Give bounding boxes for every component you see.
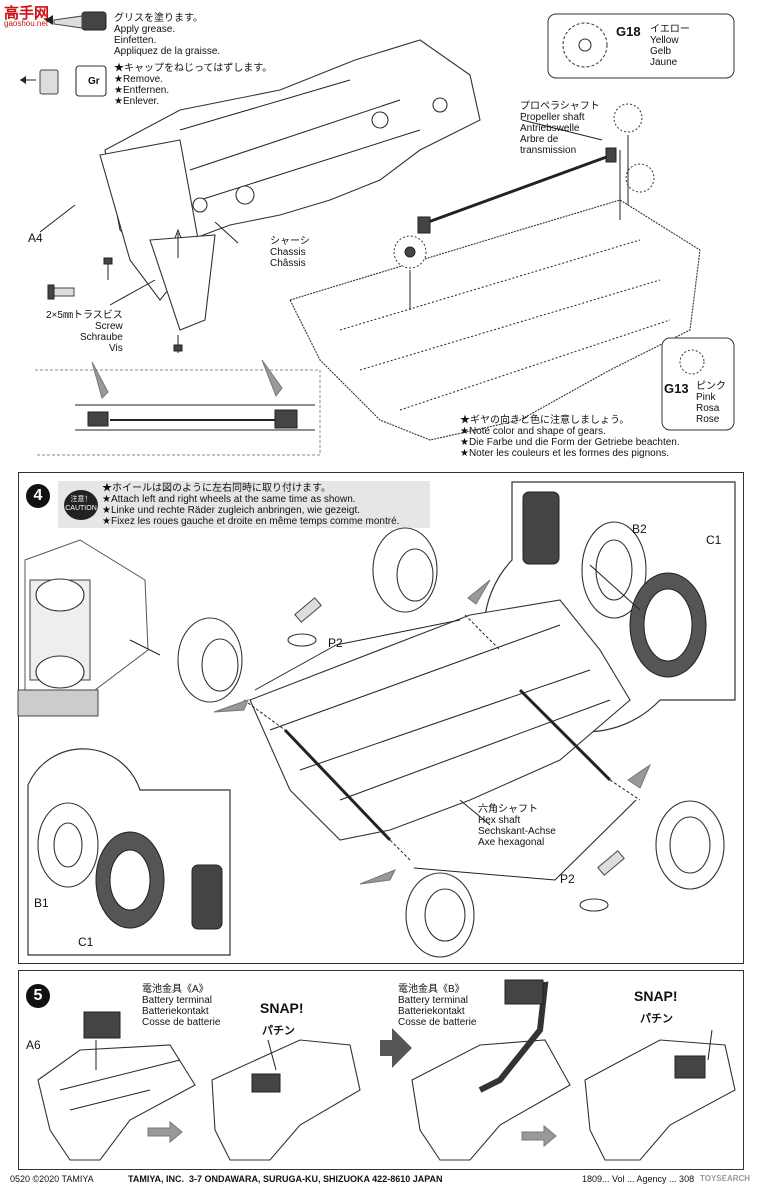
- c1-label-bottom: C1: [78, 935, 94, 949]
- inset-detail: [35, 359, 321, 456]
- propeller-shaft: [419, 153, 613, 227]
- logo-site: gaoshou.net: [4, 19, 49, 28]
- g13-code: G13: [664, 381, 689, 396]
- battery-terminal-b-label: 電池金具《B》 Battery terminal Batteriekontakt…: [398, 984, 477, 1028]
- battery-terminal-a-label: 電池金具《A》 Battery terminal Batteriekontakt…: [142, 984, 221, 1028]
- grease-note: グリスを塗ります。 Apply grease. Einfetten. Appli…: [114, 13, 221, 57]
- grease-tube-icon: [53, 11, 107, 31]
- right-chassis-drawing: [289, 199, 701, 441]
- footer-code: 1809... Vol ... Agency ... 308: [582, 1174, 695, 1184]
- snap-label-2: SNAP!: [634, 988, 678, 1004]
- snap-jp-label-1: パチン: [262, 1025, 295, 1037]
- snap-label-1: SNAP!: [260, 1000, 304, 1016]
- step5-number: 5: [26, 984, 50, 1008]
- step4-panel: [18, 472, 744, 964]
- part-a4-label: A4: [28, 231, 43, 245]
- part-a6-label: A6: [26, 1038, 41, 1052]
- g18-colors: イエロー Yellow Gelb Jaune: [650, 24, 690, 68]
- b1-label: B1: [34, 896, 49, 910]
- c1-label-top: C1: [706, 533, 722, 547]
- g13-legend-box: [661, 337, 735, 431]
- g18-code: G18: [616, 24, 641, 39]
- footer-address: TAMIYA, INC. 3-7 ONDAWARA, SURUGA-KU, SH…: [128, 1174, 443, 1184]
- screw-icons: [47, 257, 183, 353]
- footer-watermark: TOYSEARCH: [700, 1174, 751, 1183]
- tube-label: Gr: [88, 76, 100, 87]
- step4-note-background: [58, 481, 430, 528]
- propeller-shaft-label: プロペラシャフト Propeller shaft Antriebswelle A…: [520, 101, 600, 156]
- footer-copyright: 0520 ©2020 TAMIYA: [10, 1174, 94, 1184]
- step4-number: 4: [26, 484, 50, 508]
- gear-note: ★ギヤの向きと色に注意しましょう。 ★Note color and shape …: [460, 415, 680, 459]
- cap-tube-icon: [20, 65, 107, 97]
- cap-note: ★キャップをねじってはずします。 ★Remove. ★Entfernen. ★E…: [114, 63, 273, 107]
- step3-illustration: [20, 11, 735, 456]
- p2-label-bottom: P2: [560, 872, 575, 886]
- caution-badge: 注意！ CAUTION: [64, 490, 98, 520]
- left-chassis-drawing: [99, 39, 481, 331]
- step4-note: ★ホイールは図のように左右同時に取り付けます。 ★Attach left and…: [102, 483, 400, 527]
- hex-shaft-label: 六角シャフト Hex shaft Sechskant-Achse Axe hex…: [478, 804, 556, 848]
- logo-text: 高手网: [4, 5, 50, 22]
- chassis-label: シャーシ Chassis Châssis: [270, 236, 310, 269]
- snap-jp-label-2: パチン: [640, 1013, 673, 1025]
- p2-label-top: P2: [328, 636, 343, 650]
- screw-label: 2×5㎜トラスビス Screw Schraube Vis: [46, 310, 123, 354]
- step5-panel: [18, 970, 744, 1170]
- b2-label: B2: [632, 522, 647, 536]
- site-logo: 高手网 gaoshou.net: [4, 2, 74, 30]
- g13-colors: ピンク Pink Rosa Rose: [696, 381, 726, 425]
